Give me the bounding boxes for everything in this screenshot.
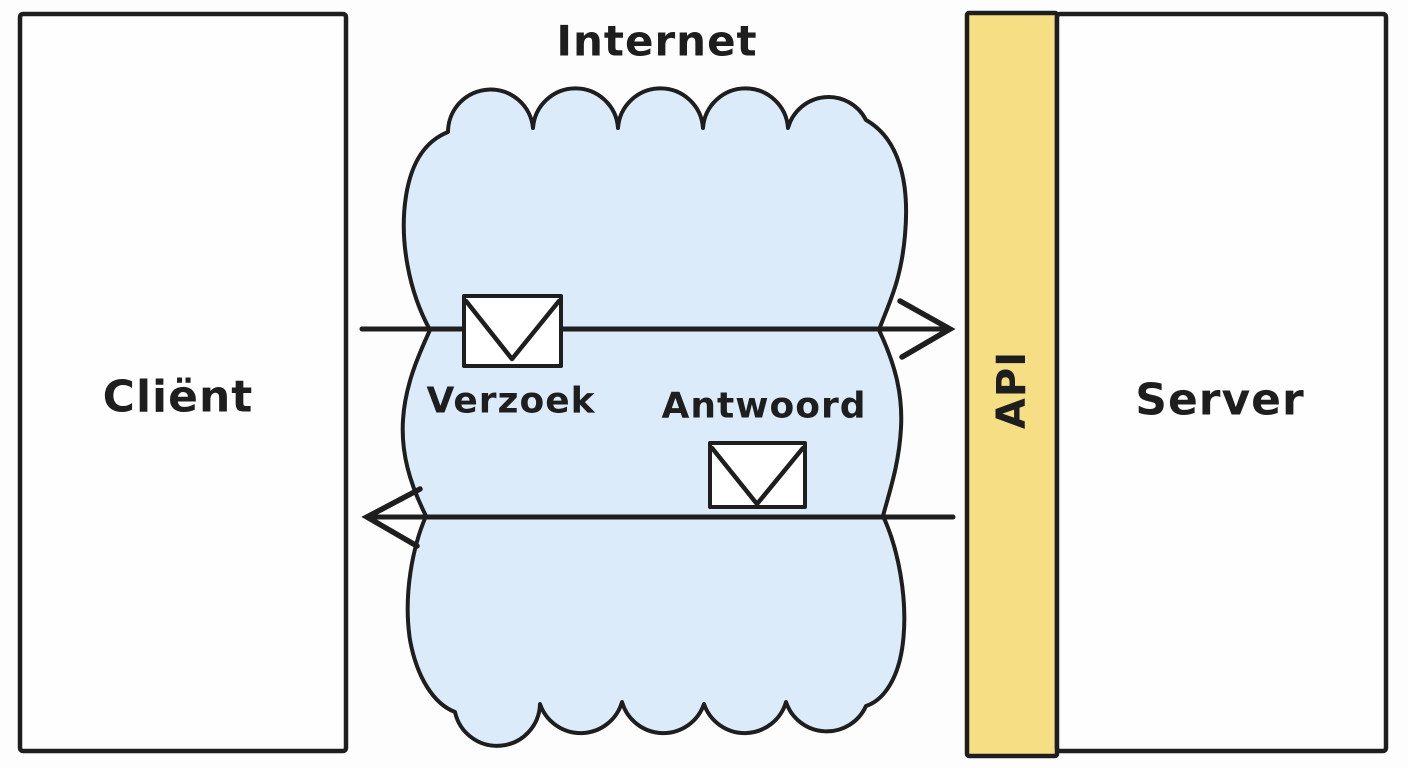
client-label: Cliënt xyxy=(102,371,254,423)
response-arrow xyxy=(361,486,956,549)
server-box xyxy=(1054,11,1389,754)
server-label: Server xyxy=(1135,374,1305,426)
api-label: API xyxy=(989,350,1035,430)
internet-cloud xyxy=(400,86,909,748)
response-label: Antwoord xyxy=(661,385,867,427)
request-envelope-icon xyxy=(462,294,563,368)
internet-title: Internet xyxy=(556,16,758,66)
client-box xyxy=(17,11,349,754)
request-arrow xyxy=(359,298,956,360)
response-envelope-icon xyxy=(708,441,807,509)
request-label: Verzoek xyxy=(426,380,596,422)
